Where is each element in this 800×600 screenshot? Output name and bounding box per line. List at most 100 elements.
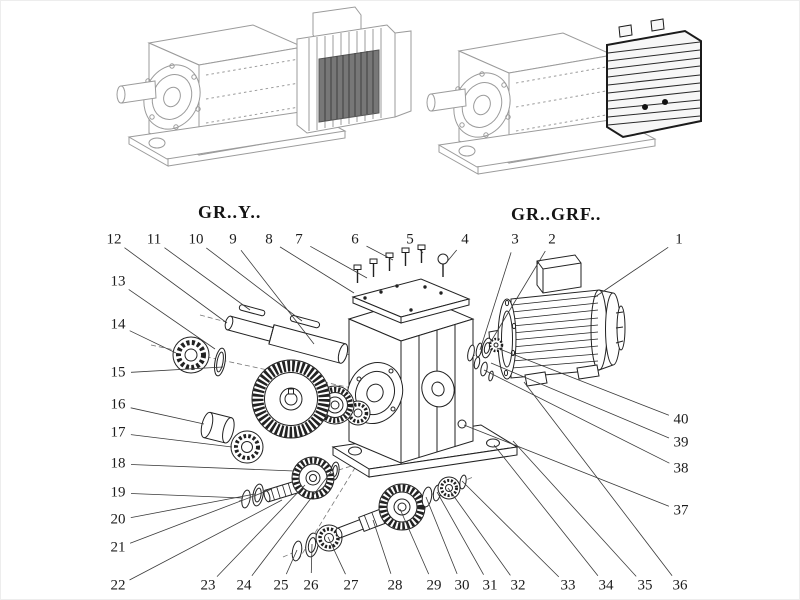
input-side-small-parts xyxy=(467,337,504,382)
leader-line-19 xyxy=(130,493,244,499)
callout-number-32: 32 xyxy=(510,577,526,594)
callout-number-40: 40 xyxy=(673,411,689,428)
leader-line-33 xyxy=(461,480,560,578)
callout-number-33: 33 xyxy=(560,577,576,594)
gear-first-stage xyxy=(378,483,426,531)
callout-number-21: 21 xyxy=(110,539,126,556)
motor xyxy=(488,254,626,387)
leader-line-8 xyxy=(279,246,355,294)
callout-number-31: 31 xyxy=(482,577,498,594)
leader-line-26 xyxy=(310,543,313,574)
callout-number-22: 22 xyxy=(110,577,126,594)
motor-foot xyxy=(524,371,548,387)
callout-number-34: 34 xyxy=(598,577,614,594)
ball-bearing xyxy=(437,476,461,500)
callout-number-28: 28 xyxy=(387,577,403,594)
callout-number-35: 35 xyxy=(637,577,653,594)
leader-line-18 xyxy=(130,464,295,472)
washer xyxy=(421,486,433,508)
leader-line-35 xyxy=(512,440,637,577)
callout-number-27: 27 xyxy=(343,577,359,594)
output-shaft xyxy=(224,304,349,364)
leader-line-31 xyxy=(436,491,484,575)
leader-line-3 xyxy=(479,252,512,351)
leader-line-39 xyxy=(490,362,670,439)
leader-line-34 xyxy=(493,444,599,577)
leader-line-20 xyxy=(130,493,256,518)
ball-bearing xyxy=(230,430,264,464)
callout-number-23: 23 xyxy=(200,577,216,594)
callout-number-9: 9 xyxy=(229,231,237,248)
helical-gear-large xyxy=(251,359,331,439)
leader-line-11 xyxy=(164,247,251,311)
leader-line-28 xyxy=(372,519,392,574)
leader-line-25 xyxy=(285,549,298,575)
leader-line-10 xyxy=(206,247,303,322)
callout-number-8: 8 xyxy=(265,231,273,248)
leader-line-1 xyxy=(594,246,669,298)
eyebolt xyxy=(437,253,449,277)
callout-number-20: 20 xyxy=(110,511,126,528)
leader-line-32 xyxy=(447,487,511,576)
leader-line-22 xyxy=(129,499,283,581)
callout-number-14: 14 xyxy=(110,316,126,333)
callout-number-3: 3 xyxy=(511,231,519,248)
callout-number-37: 37 xyxy=(673,502,689,519)
callout-number-38: 38 xyxy=(673,460,689,477)
drain-plug xyxy=(457,419,467,429)
leader-line-2 xyxy=(489,250,546,344)
leader-line-4 xyxy=(445,249,458,264)
callout-number-15: 15 xyxy=(110,364,126,381)
input-pinion xyxy=(488,337,504,353)
housing-cover-plate xyxy=(351,278,471,324)
shaft-key xyxy=(238,304,266,317)
brake-block-drawing xyxy=(606,18,702,139)
motor-foot xyxy=(576,364,600,380)
leader-line-15 xyxy=(130,366,224,373)
view-label-gr-y: GR..Y.. xyxy=(198,202,262,222)
callout-number-12: 12 xyxy=(106,231,122,248)
leader-line-7 xyxy=(310,245,368,279)
callout-number-36: 36 xyxy=(672,577,688,594)
leader-line-16 xyxy=(130,407,205,425)
leader-line-23 xyxy=(216,484,306,577)
callout-number-30: 30 xyxy=(454,577,470,594)
callout-number-16: 16 xyxy=(110,396,126,413)
leader-line-6 xyxy=(366,245,394,261)
leader-line-30 xyxy=(425,496,458,575)
shaft-key xyxy=(289,315,321,329)
leader-line-38 xyxy=(483,369,670,464)
callout-number-29: 29 xyxy=(426,577,442,594)
leader-lines xyxy=(124,245,673,581)
gear-second-stage xyxy=(291,456,335,500)
callout-number-11: 11 xyxy=(146,231,162,248)
first-stage-assembly xyxy=(291,474,467,562)
gr-grf-view-drawing xyxy=(426,18,702,175)
callout-number-24: 24 xyxy=(236,577,252,594)
callout-number-25: 25 xyxy=(273,577,289,594)
callout-number-4: 4 xyxy=(461,231,469,248)
callout-number-13: 13 xyxy=(110,273,126,290)
leader-line-13 xyxy=(128,289,216,350)
keyway xyxy=(288,388,294,395)
gr-y-view-drawing xyxy=(116,6,412,167)
end-disc xyxy=(291,540,303,562)
leader-line-37 xyxy=(463,424,670,507)
callout-number-1: 1 xyxy=(675,231,683,248)
leader-line-9 xyxy=(240,250,315,345)
callout-number-7: 7 xyxy=(295,231,303,248)
leader-line-21 xyxy=(129,488,273,544)
leader-line-17 xyxy=(130,434,233,448)
leader-line-36 xyxy=(523,381,673,576)
washer xyxy=(252,483,264,507)
leader-line-14 xyxy=(129,330,177,354)
callout-number-5: 5 xyxy=(406,231,414,248)
leader-line-29 xyxy=(399,508,430,575)
callout-number-39: 39 xyxy=(673,434,689,451)
leader-line-5 xyxy=(418,248,424,254)
leader-line-12 xyxy=(124,247,228,324)
callout-number-26: 26 xyxy=(303,577,319,594)
view-label-gr-grf: GR..GRF.. xyxy=(511,204,602,224)
